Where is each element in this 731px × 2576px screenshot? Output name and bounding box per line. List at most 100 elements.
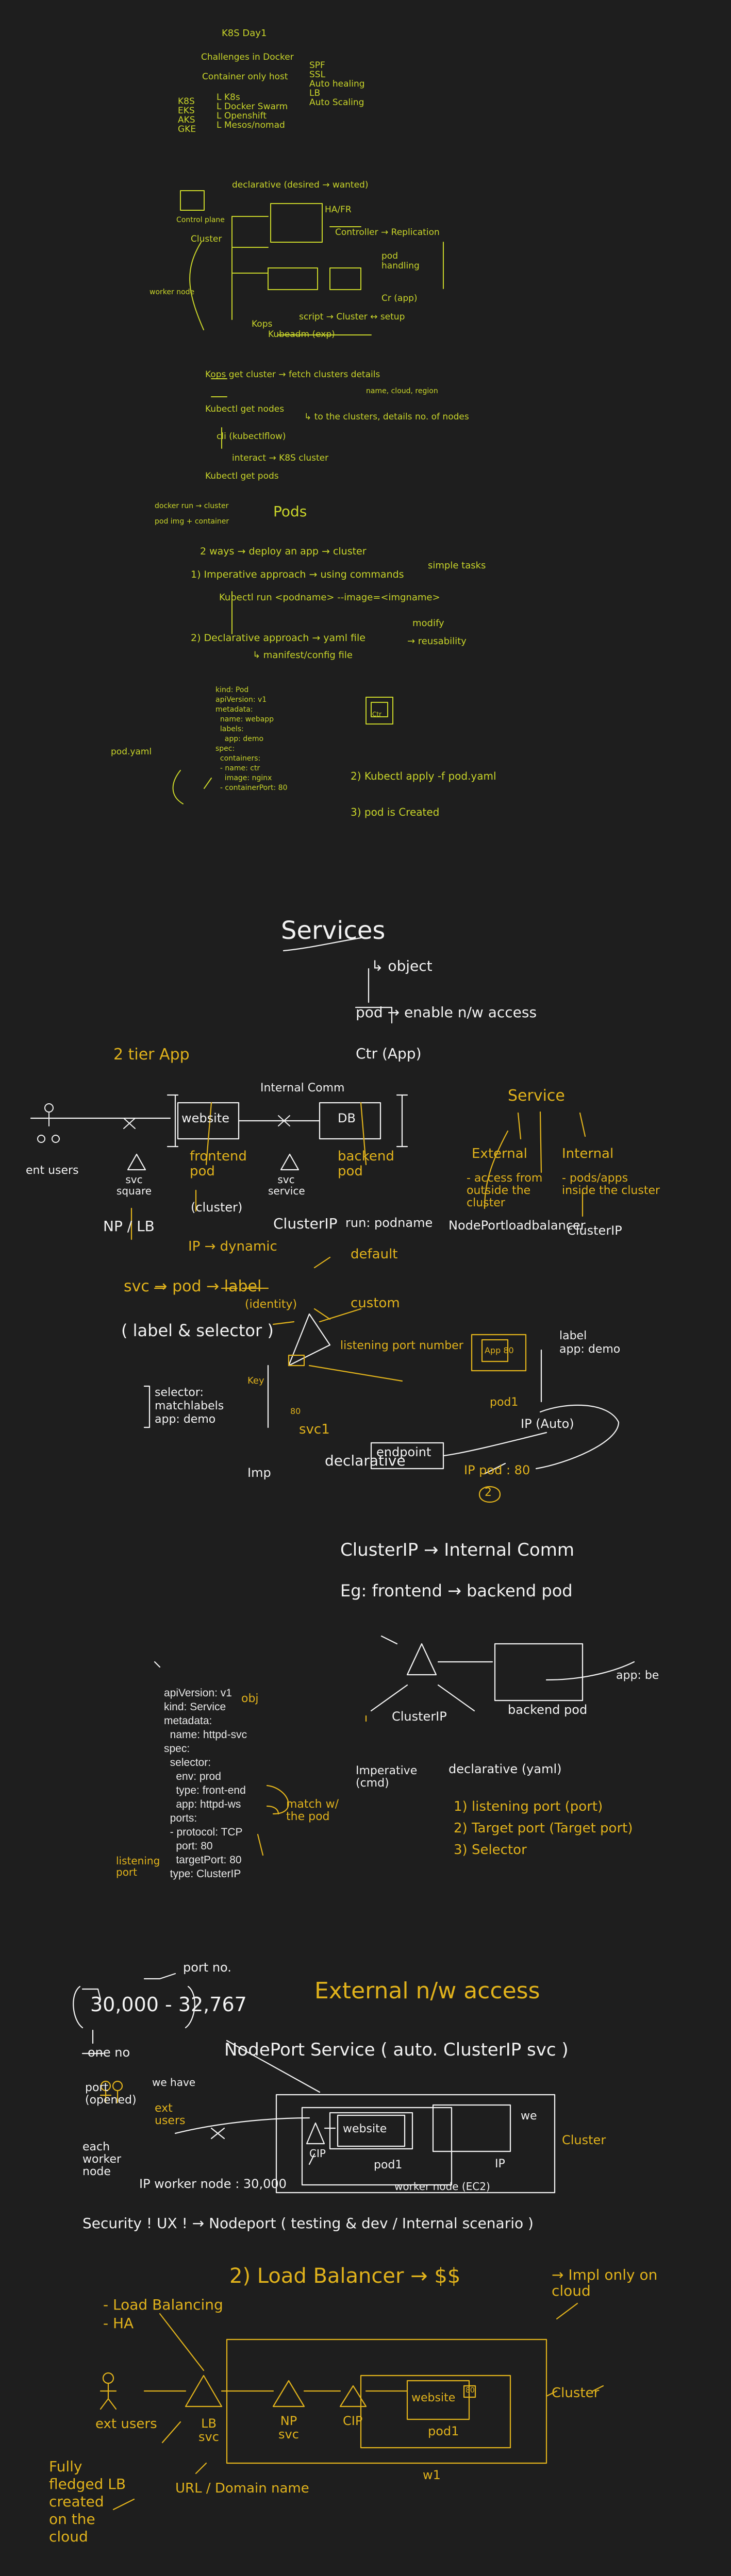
svc-big-triangle bbox=[288, 1313, 331, 1367]
lb-cluster-box bbox=[226, 2338, 547, 2464]
external: External bbox=[472, 1146, 527, 1161]
frontend-pod: frontend pod bbox=[190, 1149, 247, 1179]
label-line: label bbox=[559, 1329, 587, 1342]
clusterip-label: ClusterIP bbox=[392, 1709, 447, 1724]
pods-ways: 2 ways → deploy an app → cluster bbox=[200, 546, 367, 557]
lb-svc: LB svc bbox=[198, 2416, 219, 2445]
app-tag: App 80 bbox=[485, 1345, 514, 1355]
yaml-line: - name: ctr bbox=[215, 764, 260, 772]
match-pod: match w/ the pod bbox=[286, 1798, 339, 1824]
app-pod-box bbox=[471, 1334, 527, 1372]
interact-note: interact → K8S cluster bbox=[232, 453, 329, 463]
worker-node-label: worker node bbox=[149, 288, 195, 296]
np-lb: NP / LB bbox=[103, 1218, 155, 1235]
lb-ha-list: - Load Balancing - HA bbox=[103, 2296, 223, 2333]
step-2: 2) Kubectl apply -f pod.yaml bbox=[351, 770, 496, 782]
db-label: DB bbox=[338, 1111, 356, 1125]
security-note: Security ! UX ! → Nodeport ( testing & d… bbox=[82, 2215, 534, 2232]
list-item: K8S bbox=[178, 96, 195, 107]
imperative-cmd: Imperative (cmd) bbox=[356, 1764, 418, 1790]
fetch-note: Kops get cluster → fetch clusters detail… bbox=[205, 369, 380, 380]
yaml-line: env: prod bbox=[164, 1771, 221, 1782]
db-box bbox=[319, 1102, 381, 1140]
svc-triangle-1 bbox=[127, 1153, 146, 1171]
tier-app: 2 tier App bbox=[113, 1046, 190, 1064]
step-item: 1) listening port (port) bbox=[454, 1799, 603, 1814]
yaml-line: - protocol: TCP bbox=[164, 1826, 243, 1838]
simple-tasks: simple tasks bbox=[428, 560, 486, 571]
yaml-line: type: front-end bbox=[164, 1784, 246, 1796]
yaml-line: app: demo bbox=[215, 735, 264, 743]
lb-ext-users: ext users bbox=[95, 2416, 157, 2432]
nodeport: NodePort bbox=[448, 1218, 506, 1233]
port-opened: port (opened) bbox=[85, 2081, 137, 2107]
declarative-yaml: declarative (yaml) bbox=[448, 1762, 562, 1776]
ext-users: ext users bbox=[155, 2102, 186, 2128]
yaml-line: name: webapp bbox=[215, 715, 274, 723]
k8s-list: L K8s L Docker Swarm L Openshift L Mesos… bbox=[217, 93, 288, 130]
ctr-app: Ctr (App) bbox=[356, 1045, 422, 1062]
left-list: K8S EKS AKS GKE bbox=[178, 97, 196, 134]
backend-pod: backend pod bbox=[338, 1149, 394, 1179]
selector-box: selector: matchlabels app: demo bbox=[155, 1386, 224, 1426]
clusterip-example: Eg: frontend → backend pod bbox=[340, 1581, 573, 1601]
container-box bbox=[180, 190, 205, 211]
yaml-line: labels: bbox=[215, 725, 244, 733]
list-item: L Openshift bbox=[217, 111, 267, 121]
backend-pod-box bbox=[494, 1643, 584, 1702]
pods-sub-note: pod img + container bbox=[155, 517, 229, 526]
kubeadm: Kubeadm (exp) bbox=[268, 329, 335, 340]
manifest-note: ↳ manifest/config file bbox=[253, 650, 353, 661]
lb-item: - HA bbox=[103, 2315, 134, 2332]
step-3: 3) pod is Created bbox=[351, 806, 440, 818]
details-note: ↳ to the clusters, details no. of nodes bbox=[304, 412, 469, 422]
get-pods: Kubectl get pods bbox=[205, 471, 279, 481]
ip-pod: IP pod : 80 bbox=[464, 1463, 530, 1477]
svc1: svc1 bbox=[299, 1422, 330, 1437]
declarative-approach: 2) Declarative approach → yaml file bbox=[191, 632, 366, 644]
list-item: SPF bbox=[309, 60, 325, 71]
clusterip-steps: 1) listening port (port) 2) Target port … bbox=[454, 1796, 633, 1861]
imp-label: Imp bbox=[247, 1466, 271, 1480]
cr-app: Cr (app) bbox=[381, 293, 418, 304]
yaml-line: - containerPort: 80 bbox=[215, 784, 288, 792]
selector-line: selector: bbox=[155, 1386, 204, 1399]
cip-triangle bbox=[306, 2122, 325, 2145]
pod-yaml-block: kind: Pod apiVersion: v1 metadata: name:… bbox=[215, 685, 287, 793]
yaml-line: kind: Service bbox=[164, 1701, 226, 1713]
yaml-line: metadata: bbox=[215, 705, 253, 714]
app-be: app: be bbox=[616, 1669, 659, 1682]
clusterip-heading: ClusterIP → Internal Comm bbox=[340, 1540, 574, 1560]
np-we: we bbox=[521, 2110, 537, 2123]
cli-note: cli (kubectlflow) bbox=[217, 431, 286, 442]
np-cip: CIP bbox=[309, 2147, 326, 2160]
label-box: label app: demo bbox=[559, 1329, 620, 1356]
imperative-approach: 1) Imperative approach → using commands bbox=[191, 569, 404, 580]
np-svc: NP svc bbox=[278, 2414, 299, 2442]
ctr-box bbox=[366, 697, 393, 725]
nodeport-website-box bbox=[337, 2114, 406, 2147]
right-list: SPF SSL Auto healing LB Auto Scaling bbox=[309, 61, 365, 107]
pods-inside: - pods/apps inside the cluster bbox=[562, 1172, 660, 1198]
list-item: SSL bbox=[309, 70, 326, 80]
k8s-title: K8S Day1 bbox=[222, 28, 267, 39]
loadbalancer: loadbalancer bbox=[505, 1218, 586, 1233]
pod-yaml-label: pod.yaml bbox=[111, 747, 152, 757]
kops: Kops bbox=[252, 319, 273, 329]
pods-header-note: docker run → cluster bbox=[155, 502, 229, 510]
clusterip-triangle bbox=[406, 1643, 437, 1676]
nodeport-cluster-box bbox=[275, 2094, 556, 2194]
ip-auto: IP (Auto) bbox=[521, 1417, 574, 1431]
declarative-word: declarative bbox=[325, 1452, 406, 1469]
services-title: Services bbox=[281, 916, 386, 945]
endpoint: endpoint bbox=[376, 1445, 431, 1459]
yaml-line: name: httpd-svc bbox=[164, 1729, 247, 1741]
np-website: website bbox=[343, 2123, 387, 2135]
object-label: ↳ object bbox=[371, 957, 433, 974]
np-triangle bbox=[272, 2380, 305, 2407]
lb-item: - Load Balancing bbox=[103, 2296, 223, 2313]
backend-pod-label: backend pod bbox=[508, 1703, 588, 1717]
ip-worker: IP worker node : 30,000 bbox=[139, 2177, 287, 2191]
access-outside: - access from outside the cluster bbox=[467, 1172, 543, 1210]
